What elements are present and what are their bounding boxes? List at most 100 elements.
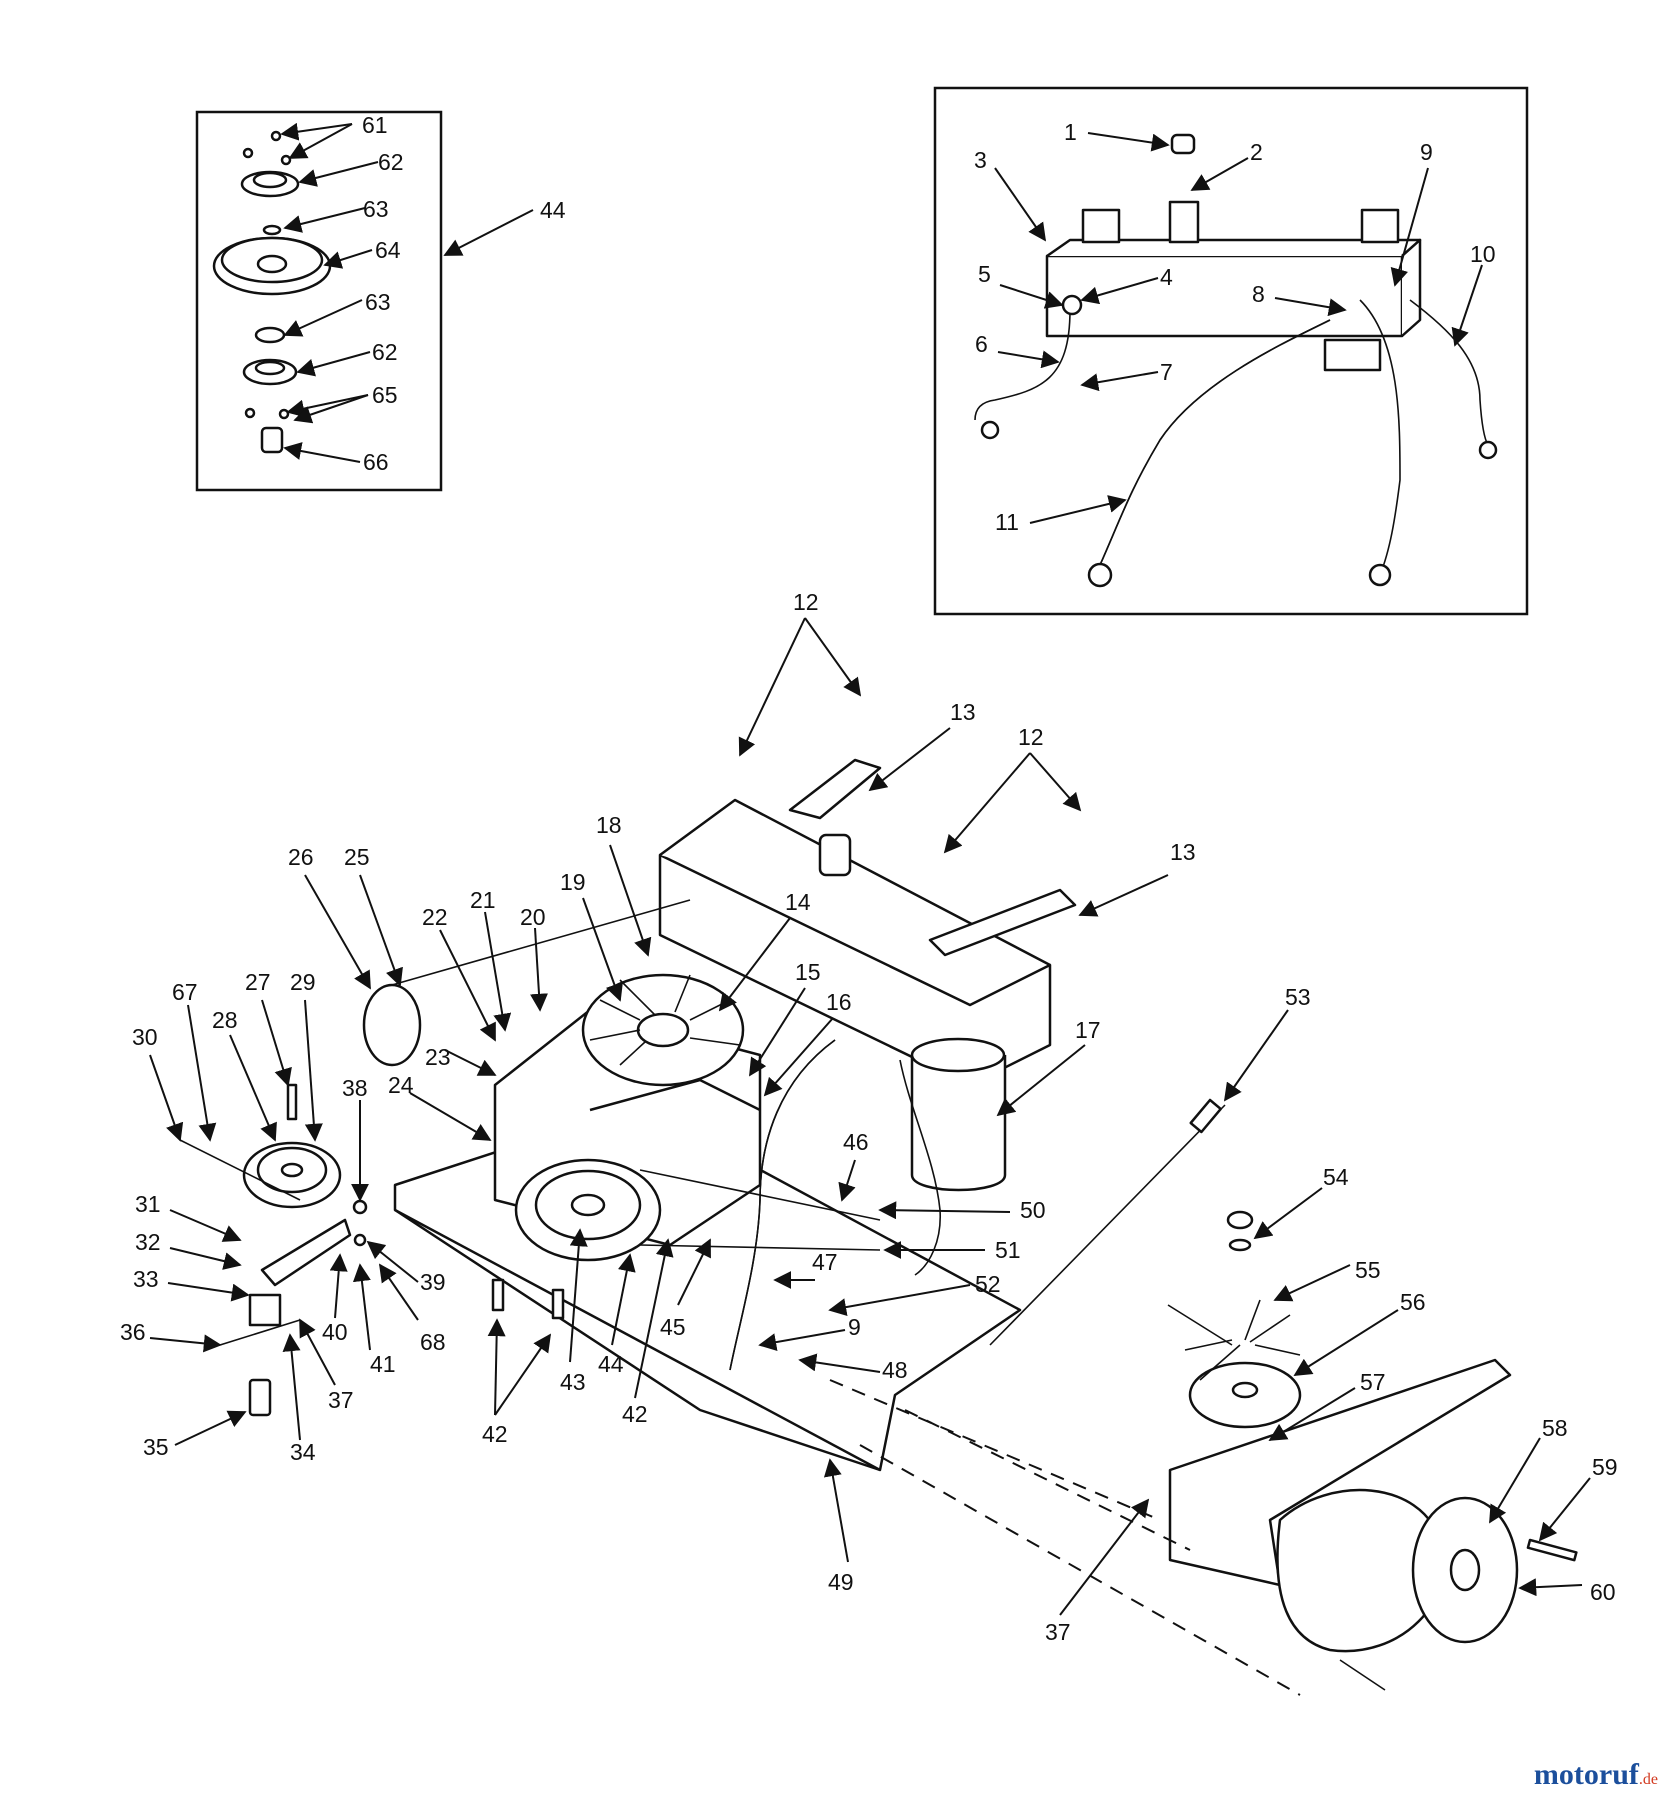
callout-26: 26 <box>288 844 314 870</box>
callout-50: 50 <box>1020 1197 1046 1223</box>
leader-13a <box>868 727 951 792</box>
callout-18: 18 <box>596 812 622 838</box>
callout-37a: 37 <box>328 1387 354 1413</box>
leader-12b <box>804 617 862 697</box>
callout-12a: 12 <box>793 589 819 615</box>
leader-8 <box>1274 297 1347 317</box>
leader-7 <box>1080 371 1159 392</box>
callout-34: 34 <box>290 1439 316 1465</box>
leader-34 <box>282 1333 301 1441</box>
leader-53 <box>1223 1009 1289 1102</box>
leader-67 <box>187 1004 217 1142</box>
leader-55 <box>1273 1264 1351 1302</box>
callout-49: 49 <box>828 1569 854 1595</box>
callout-21: 21 <box>470 887 496 913</box>
callout-55: 55 <box>1355 1257 1381 1283</box>
leader-44 <box>611 1253 636 1346</box>
leader-35 <box>174 1410 247 1446</box>
callout-57: 57 <box>1360 1369 1386 1395</box>
leader-54 <box>1253 1187 1323 1240</box>
leader-25 <box>359 874 403 987</box>
leader-46 <box>838 1159 856 1202</box>
callout-35: 35 <box>143 1434 169 1460</box>
leader-33 <box>167 1282 250 1302</box>
callout-31: 31 <box>135 1191 161 1217</box>
callout-10: 10 <box>1470 241 1496 267</box>
callout-68: 68 <box>420 1329 446 1355</box>
callout-labels: 1 2 3 4 5 6 7 8 9 10 11 12 13 12 13 14 1… <box>120 112 1618 1645</box>
callout-64: 64 <box>375 237 401 263</box>
leader-37a <box>299 1318 336 1386</box>
callout-6: 6 <box>975 331 988 357</box>
leader-58 <box>1489 1437 1541 1524</box>
leader-4 <box>1080 277 1159 305</box>
callout-14: 14 <box>785 889 811 915</box>
callout-25: 25 <box>344 844 370 870</box>
callout-66: 66 <box>363 449 389 475</box>
callout-46: 46 <box>843 1129 869 1155</box>
callout-20: 20 <box>520 904 546 930</box>
oil-tank-inset-frame <box>933 86 1529 616</box>
watermark-tld: .de <box>1638 1771 1658 1788</box>
pulley-assembly-drawing <box>212 130 332 454</box>
leader-56 <box>1293 1309 1399 1376</box>
leader-3 <box>994 167 1047 242</box>
leader-62a <box>298 161 379 187</box>
leader-27 <box>261 999 292 1087</box>
callout-41: 41 <box>370 1351 396 1377</box>
callout-52: 52 <box>975 1271 1001 1297</box>
leader-40 <box>329 1253 348 1319</box>
leader-9b <box>758 1329 846 1352</box>
leader-61b <box>288 123 353 159</box>
callout-24: 24 <box>388 1072 414 1098</box>
leader-50 <box>878 1201 1011 1220</box>
callout-54: 54 <box>1323 1164 1349 1190</box>
leader-44-inset <box>443 209 534 256</box>
leader-62b <box>296 351 371 377</box>
callout-58: 58 <box>1542 1415 1568 1441</box>
leader-42a <box>487 1318 506 1416</box>
leader-17 <box>996 1044 1086 1117</box>
oil-tank-drawing <box>974 133 1498 588</box>
leader-29 <box>304 999 323 1142</box>
callout-62b: 62 <box>372 339 398 365</box>
callout-5: 5 <box>978 261 991 287</box>
callout-32: 32 <box>135 1229 161 1255</box>
leader-31 <box>169 1209 242 1242</box>
leader-45 <box>677 1238 711 1306</box>
leader-18 <box>609 844 652 957</box>
transaxle-assembly <box>1167 1210 1578 1691</box>
callout-40: 40 <box>322 1319 348 1345</box>
leader-42b <box>494 1333 552 1416</box>
leader-24 <box>409 1092 492 1141</box>
leader-43 <box>569 1228 588 1363</box>
callout-44-inset: 44 <box>540 197 566 223</box>
callout-3: 3 <box>974 147 987 173</box>
callout-42a: 42 <box>482 1421 508 1447</box>
leader-65b <box>293 394 369 424</box>
pulley-inset <box>195 110 443 492</box>
leader-48 <box>798 1353 881 1373</box>
pulley-inset-frame <box>195 110 443 492</box>
callout-44: 44 <box>598 1351 624 1377</box>
callout-22: 22 <box>422 904 448 930</box>
leader-22 <box>439 929 496 1042</box>
callout-65: 65 <box>372 382 398 408</box>
leader-63b <box>283 299 363 337</box>
leader-5 <box>999 284 1064 309</box>
callout-17: 17 <box>1075 1017 1101 1043</box>
callout-15: 15 <box>795 959 821 985</box>
leader-64 <box>323 249 373 269</box>
leader-11 <box>1029 495 1127 524</box>
leader-39 <box>366 1240 419 1283</box>
callout-23: 23 <box>425 1044 451 1070</box>
callout-28: 28 <box>212 1007 238 1033</box>
callout-11: 11 <box>995 509 1019 535</box>
leader-66 <box>283 442 361 463</box>
callout-29: 29 <box>290 969 316 995</box>
callout-63b: 63 <box>365 289 391 315</box>
leader-61a <box>280 122 353 141</box>
callout-1: 1 <box>1064 119 1077 145</box>
leader-26 <box>304 874 371 990</box>
